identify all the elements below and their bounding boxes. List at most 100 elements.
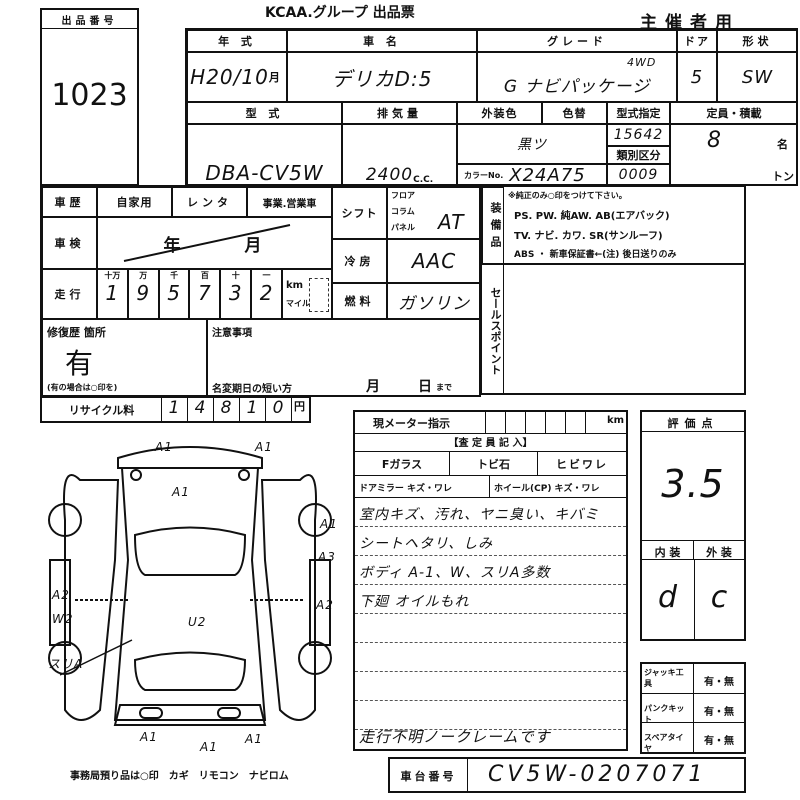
mileage-digit: 9: [136, 281, 151, 305]
inspector-section: 現メーター指示 km 【査 定 員 記 入】 Fガラス トビ石 ヒビワレ ドアミ…: [353, 410, 628, 751]
capacity-header: 定員・積載: [670, 102, 798, 124]
color-no-label: カラーNo.: [464, 170, 504, 180]
history-commercial[interactable]: 事業.営業車: [247, 187, 332, 217]
recycle-digit: 8: [214, 398, 240, 421]
sales-point-label: セールスポイント: [482, 264, 504, 393]
damage-mark: A1: [245, 732, 263, 746]
mileage-digit: 3: [228, 281, 243, 305]
damage-mark: A2: [52, 588, 70, 602]
front-bumper: [117, 446, 263, 469]
spare-tire-label: スペアタイヤ: [642, 723, 694, 753]
taillight-left: [139, 707, 163, 719]
exterior-label: 外 装: [706, 546, 732, 559]
rename-until: まで: [436, 383, 452, 392]
body-outline: [113, 467, 267, 721]
fuel-value: ガソリン: [387, 283, 481, 319]
note-line: 室内キズ、汚れ、ヤニ臭い、キバミ: [355, 498, 626, 527]
history-rental[interactable]: レンタ: [172, 187, 247, 217]
interior-grade: d: [657, 580, 679, 615]
color-header: 外装色: [457, 102, 542, 124]
shift-panel: パネル: [391, 223, 415, 232]
right-side: [260, 474, 317, 721]
history-label: 車歴: [42, 187, 97, 217]
rear-window: [133, 651, 247, 691]
recycle-label: リサイクル料: [42, 398, 162, 421]
recycle-digit: 1: [162, 398, 188, 421]
damage-mark: U2: [188, 615, 207, 629]
inspector-footer: 走行不明ノークレームです: [359, 728, 551, 746]
chassis-row: 車台番号 CV5W-0207071: [388, 757, 746, 793]
recycle-digit: 0: [266, 398, 292, 421]
displacement-header: 排気量: [342, 102, 457, 124]
equipment-section: 装備品 ※純正のみ○印をつけて下さい。 PS. PW. 純AW. AB(エアバッ…: [480, 185, 746, 395]
rename-label: 名変期日の短い方: [212, 384, 292, 395]
meter-km: km: [607, 415, 625, 426]
diagram-footer: 事務局預り品は○印 カギ リモコン ナビロム: [70, 771, 289, 782]
equipment-line2[interactable]: TV. ナビ. カワ. SR(サンルーフ): [514, 231, 663, 242]
wheel-rl: [48, 641, 82, 675]
recycle-digit: 1: [240, 398, 266, 421]
damage-mark: A1: [140, 730, 158, 744]
type-designation-header: 型式指定: [607, 102, 670, 124]
mileage-label: 走行: [42, 269, 97, 319]
year-header: 年 式: [187, 30, 287, 52]
mileage-digit: 2: [259, 281, 274, 305]
mileage-digit: 1: [105, 281, 120, 305]
displacement-value: 2400: [365, 165, 414, 185]
note-line: 下廻 オイルもれ: [355, 585, 626, 614]
type-designation-value: 15642: [607, 124, 670, 146]
wheel-option[interactable]: ホイール(CP) キズ・ワレ: [494, 484, 600, 494]
color-change-header: 色替: [542, 102, 607, 124]
shift-value: AT: [438, 210, 465, 234]
damage-mark: A2: [316, 598, 334, 612]
shape-header: 形状: [717, 30, 798, 52]
mileage-digit: 5: [167, 281, 181, 305]
puncture-kit-label: パンクキット: [642, 694, 694, 724]
km-unit: km: [286, 280, 304, 291]
spare-tire-value[interactable]: 有・無: [704, 736, 734, 747]
puncture-kit-value[interactable]: 有・無: [704, 707, 734, 718]
equipment-line1[interactable]: PS. PW. 純AW. AB(エアバック): [514, 211, 670, 222]
mirror-option[interactable]: ドアミラー キズ・ワレ: [355, 476, 490, 497]
interior-label: 内 装: [642, 541, 694, 559]
score-section: 評価点 3.5 内 装 外 装 d c: [640, 410, 746, 641]
note-line: ボディ A-1、W、スリA多数: [355, 556, 626, 585]
history-private[interactable]: 自家用: [97, 187, 172, 217]
right-step: [309, 559, 331, 646]
color-no-value: X24A75: [509, 164, 586, 186]
shape-value: SW: [717, 52, 798, 102]
lot-label: 出品番号: [41, 9, 138, 29]
equipment-label: 装備品: [482, 187, 504, 264]
shift-label: シフト: [332, 187, 387, 239]
headlight-left: [130, 469, 142, 481]
model-header: 型 式: [187, 102, 342, 124]
mile-unit: マイル: [286, 299, 310, 308]
taillight-right: [217, 707, 241, 719]
jack-label: ジャッキ工具: [642, 664, 694, 693]
chassis-label: 車台番号: [390, 759, 468, 791]
model-value: DBA-CV5W: [187, 124, 342, 186]
wheel-fr: [298, 503, 332, 537]
fuel-label: 燃料: [332, 283, 387, 319]
damage-mark: A3: [318, 550, 336, 564]
color-value: 黒ツ: [457, 124, 607, 164]
meter-label: 現メーター指示: [373, 417, 450, 430]
jack-value[interactable]: 有・無: [704, 677, 734, 688]
rename-month: 月: [366, 379, 380, 395]
grade-note: 4WD: [627, 56, 657, 69]
damage-mark: A1: [155, 440, 173, 454]
equipment-line3[interactable]: ABS ・ 新車保証書←(注) 後日送りのみ: [514, 250, 677, 260]
recycle-digit: 4: [188, 398, 214, 421]
crack-option[interactable]: ヒビワレ: [556, 458, 608, 471]
grade-value: G ナビパッケージ: [477, 52, 677, 102]
cc-unit: C.C.: [413, 175, 434, 185]
note-line: シートヘタリ、しみ: [355, 527, 626, 556]
meter-boxes: [485, 412, 605, 433]
chip-option[interactable]: トビ石: [450, 452, 538, 475]
ton-unit: トン: [772, 170, 794, 183]
lot-box: 出品番号 1023: [40, 8, 139, 186]
car-diagram: [48, 446, 332, 726]
inspection-month: 月: [244, 235, 266, 256]
month-unit: 月: [268, 71, 284, 84]
